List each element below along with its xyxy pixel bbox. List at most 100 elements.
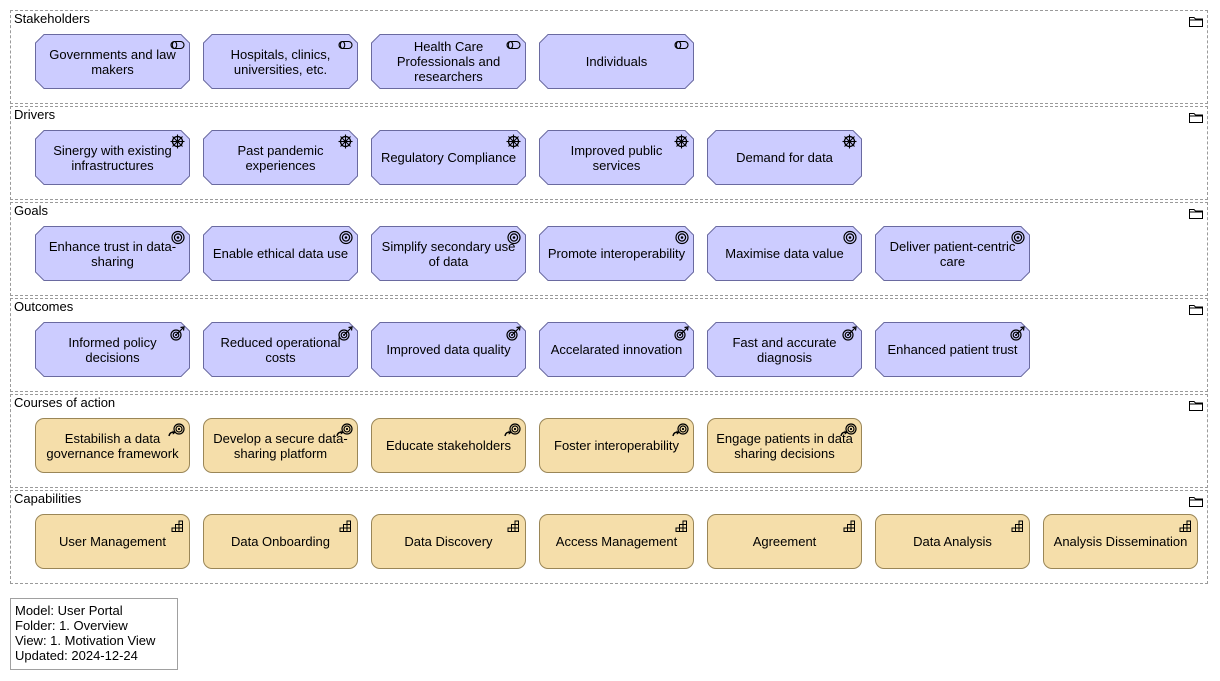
goal-element[interactable]: Simplify secondary use of data <box>371 226 526 281</box>
capability-element[interactable]: User Management <box>35 514 190 569</box>
goal-element[interactable]: Maximise data value <box>707 226 862 281</box>
outcome-element[interactable]: Fast and accurate diagnosis <box>707 322 862 377</box>
element-shape <box>371 34 526 89</box>
element-label: Enable ethical data use <box>212 246 349 261</box>
capability-element[interactable]: Data Analysis <box>875 514 1030 569</box>
element-label: Health Care Professionals and researcher… <box>396 39 501 84</box>
element-label: Data Analysis <box>913 534 992 549</box>
capability-icon <box>339 520 351 532</box>
capability-icon <box>1179 520 1191 532</box>
folder-icon <box>1189 17 1203 27</box>
updated-date: Updated: 2024-12-24 <box>15 648 138 663</box>
outcome-element[interactable]: Improved data quality <box>371 322 526 377</box>
course-of-action-element[interactable]: Develop a secure data-sharing platform <box>203 418 358 473</box>
course-of-action-element[interactable]: Educate stakeholders <box>371 418 526 473</box>
element-label: Educate stakeholders <box>385 438 512 453</box>
capability-element[interactable]: Access Management <box>539 514 694 569</box>
driver-element[interactable]: Sinergy with existing infrastructures <box>35 130 190 185</box>
stakeholder-icon <box>338 40 353 50</box>
element-label: Individuals <box>585 54 648 69</box>
capability-element[interactable]: Data Discovery <box>371 514 526 569</box>
outcome-element[interactable]: Reduced operational costs <box>203 322 358 377</box>
element-shape <box>707 322 862 377</box>
group-title: Outcomes <box>14 299 74 314</box>
course-of-action-element[interactable]: Engage patients in data sharing decision… <box>707 418 862 473</box>
element-shape <box>539 34 694 89</box>
outcome-element[interactable]: Enhanced patient trust <box>875 322 1030 377</box>
element-shape <box>203 34 358 89</box>
element-label: Estabilish a data governance framework <box>46 430 179 461</box>
element-label: Past pandemic experiences <box>237 142 324 173</box>
model-name: Model: User Portal <box>15 603 123 618</box>
folder-name: Folder: 1. Overview <box>15 618 128 633</box>
stakeholder-icon <box>674 40 689 50</box>
element-label: Hospitals, clinics, universities, etc. <box>230 46 331 77</box>
goal-element[interactable]: Promote interoperability <box>539 226 694 281</box>
element-label: Promote interoperability <box>547 246 686 261</box>
driver-element[interactable]: Past pandemic experiences <box>203 130 358 185</box>
element-label: Regulatory Compliance <box>380 150 517 165</box>
element-label: Reduced operational costs <box>220 334 341 365</box>
course-of-action-element[interactable]: Foster interoperability <box>539 418 694 473</box>
group-title: Drivers <box>14 107 56 122</box>
stakeholder-element[interactable]: Hospitals, clinics, universities, etc. <box>203 34 358 89</box>
stakeholder-element[interactable]: Governments and law makers <box>35 34 190 89</box>
element-label: Fast and accurate diagnosis <box>732 334 837 365</box>
element-shape <box>35 226 190 281</box>
element-shape <box>707 130 862 185</box>
element-label: Governments and law makers <box>49 46 176 77</box>
capability-icon <box>507 520 519 532</box>
group-title: Goals <box>14 203 48 218</box>
driver-element[interactable]: Regulatory Compliance <box>371 130 526 185</box>
driver-element[interactable]: Improved public services <box>539 130 694 185</box>
capability-icon <box>843 520 855 532</box>
goal-icon <box>507 230 521 245</box>
goal-icon <box>339 230 353 245</box>
outcome-element[interactable]: Informed policy decisions <box>35 322 190 377</box>
outcome-icon <box>674 326 689 341</box>
course-of-action-element[interactable]: Estabilish a data governance framework <box>35 418 190 473</box>
goal-element[interactable]: Enable ethical data use <box>203 226 358 281</box>
outcome-icon <box>842 326 857 341</box>
driver-icon <box>338 134 353 149</box>
element-shape <box>203 130 358 185</box>
element-label: Data Onboarding <box>230 534 330 549</box>
element-label: Foster interoperability <box>554 438 679 453</box>
driver-element[interactable]: Demand for data <box>707 130 862 185</box>
model-info-box: Model: User Portal Folder: 1. Overview V… <box>10 598 178 670</box>
course-of-action-icon <box>336 423 353 437</box>
stakeholder-element[interactable]: Individuals <box>539 34 694 89</box>
goal-element[interactable]: Enhance trust in data-sharing <box>35 226 190 281</box>
capability-element[interactable]: Data Onboarding <box>203 514 358 569</box>
capability-element[interactable]: Analysis Dissemination <box>1043 514 1198 569</box>
capability-icon <box>1011 520 1023 532</box>
goal-element[interactable]: Deliver patient-centric care <box>875 226 1030 281</box>
element-shape <box>371 322 526 377</box>
outcome-element[interactable]: Accelarated innovation <box>539 322 694 377</box>
element-shape <box>539 226 694 281</box>
element-shape <box>539 322 694 377</box>
capability-icon <box>171 520 183 532</box>
goal-icon <box>1011 230 1025 245</box>
stakeholder-element[interactable]: Health Care Professionals and researcher… <box>371 34 526 89</box>
course-of-action-icon <box>168 423 185 437</box>
element-shape <box>539 130 694 185</box>
element-shape <box>35 34 190 89</box>
element-label: Enhance trust in data-sharing <box>48 238 177 269</box>
outcome-icon <box>1010 326 1025 341</box>
element-label: Simplify secondary use of data <box>381 238 516 269</box>
driver-icon <box>842 134 857 149</box>
element-shape <box>371 226 526 281</box>
stakeholder-icon <box>170 40 185 50</box>
element-label: Data Discovery <box>404 534 493 549</box>
folder-icon <box>1189 401 1203 411</box>
capability-element[interactable]: Agreement <box>707 514 862 569</box>
outcome-icon <box>338 326 353 341</box>
element-label: Access Management <box>555 534 678 549</box>
